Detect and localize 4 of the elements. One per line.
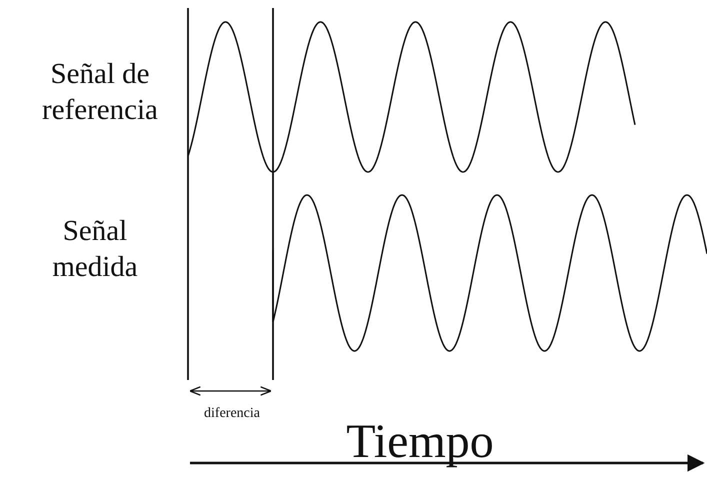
dimension-label: diferencia <box>203 405 261 422</box>
signal-label: Señal medida <box>51 214 139 286</box>
signal-label: Señal de referencia <box>41 57 159 128</box>
axis-label: Tiempo <box>345 418 495 466</box>
